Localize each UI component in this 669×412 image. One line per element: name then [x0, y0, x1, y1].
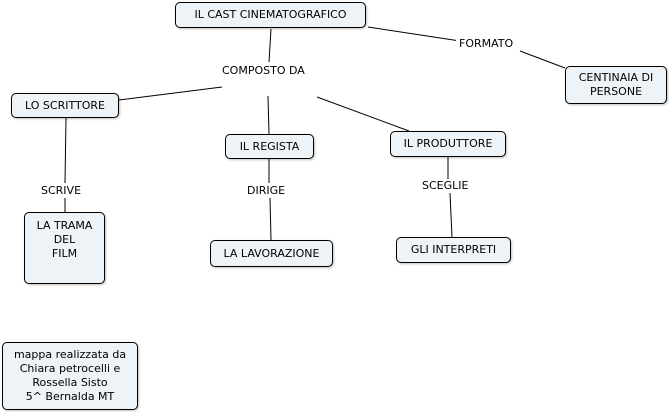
line-composto-produttore: [316, 96, 410, 132]
line-composto-scrittore: [118, 86, 223, 101]
node-la-trama-del-film[interactable]: LA TRAMA DEL FILM: [24, 212, 105, 284]
node-il-regista[interactable]: IL REGISTA: [225, 134, 314, 159]
line-scrittore-scrive: [64, 117, 67, 184]
node-lo-scrittore[interactable]: LO SCRITTORE: [11, 93, 119, 118]
link-label-formato: FORMATO: [456, 37, 517, 51]
line-composto-regista: [267, 95, 270, 135]
link-label-scrive: SCRIVE: [38, 184, 85, 198]
node-credits: mappa realizzata da Chiara petrocelli e …: [2, 342, 138, 410]
node-cast-cinematografico[interactable]: IL CAST CINEMATOGRAFICO: [175, 2, 366, 28]
line-cast-composto: [268, 28, 272, 63]
line-formato-centinaia: [519, 50, 566, 69]
node-centinaia-di-persone[interactable]: CENTINAIA DI PERSONE: [565, 66, 667, 104]
link-label-sceglie: SCEGLIE: [419, 179, 472, 193]
link-label-composto-da: COMPOSTO DA: [219, 64, 308, 78]
link-label-dirige: DIRIGE: [244, 184, 289, 198]
line-sceglie-interpreti: [449, 192, 453, 238]
node-la-lavorazione[interactable]: LA LAVORAZIONE: [210, 240, 333, 267]
node-il-produttore[interactable]: IL PRODUTTORE: [390, 131, 506, 157]
line-dirige-lavorazione: [269, 197, 272, 241]
line-cast-formato: [367, 26, 461, 42]
node-gli-interpreti[interactable]: GLI INTERPRETI: [396, 237, 511, 263]
